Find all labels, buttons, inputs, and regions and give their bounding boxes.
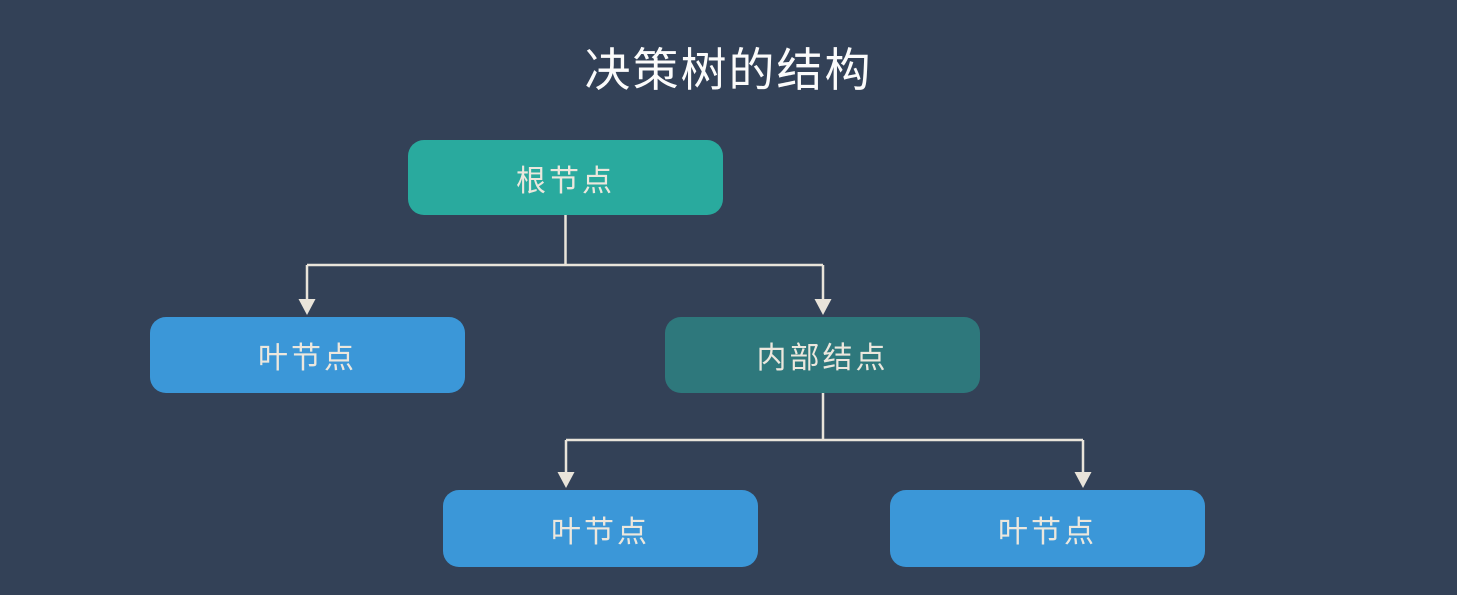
node-leaf-left: 叶节点 <box>150 317 465 393</box>
node-leaf-left-label: 叶节点 <box>258 341 357 376</box>
connector-root-to-children <box>305 215 825 300</box>
node-leaf-bottom-left: 叶节点 <box>443 490 758 567</box>
node-internal-label: 内部结点 <box>756 341 889 376</box>
connector-internal-to-children <box>564 393 1085 473</box>
node-internal: 内部结点 <box>665 317 980 393</box>
node-leaf-bottom-right: 叶节点 <box>890 490 1205 567</box>
arrowhead-to-leaf-bottom-right <box>1074 472 1092 488</box>
node-root: 根节点 <box>408 140 723 215</box>
node-leaf-bottom-left-label: 叶节点 <box>551 514 650 550</box>
arrowhead-to-leaf-bottom-left <box>557 472 575 488</box>
node-leaf-bottom-right-label: 叶节点 <box>998 514 1097 550</box>
diagram-title: 决策树的结构 <box>584 43 873 97</box>
arrowhead-to-internal <box>814 299 832 315</box>
node-root-label: 根节点 <box>516 163 615 199</box>
arrowhead-to-leaf-left <box>298 299 316 315</box>
